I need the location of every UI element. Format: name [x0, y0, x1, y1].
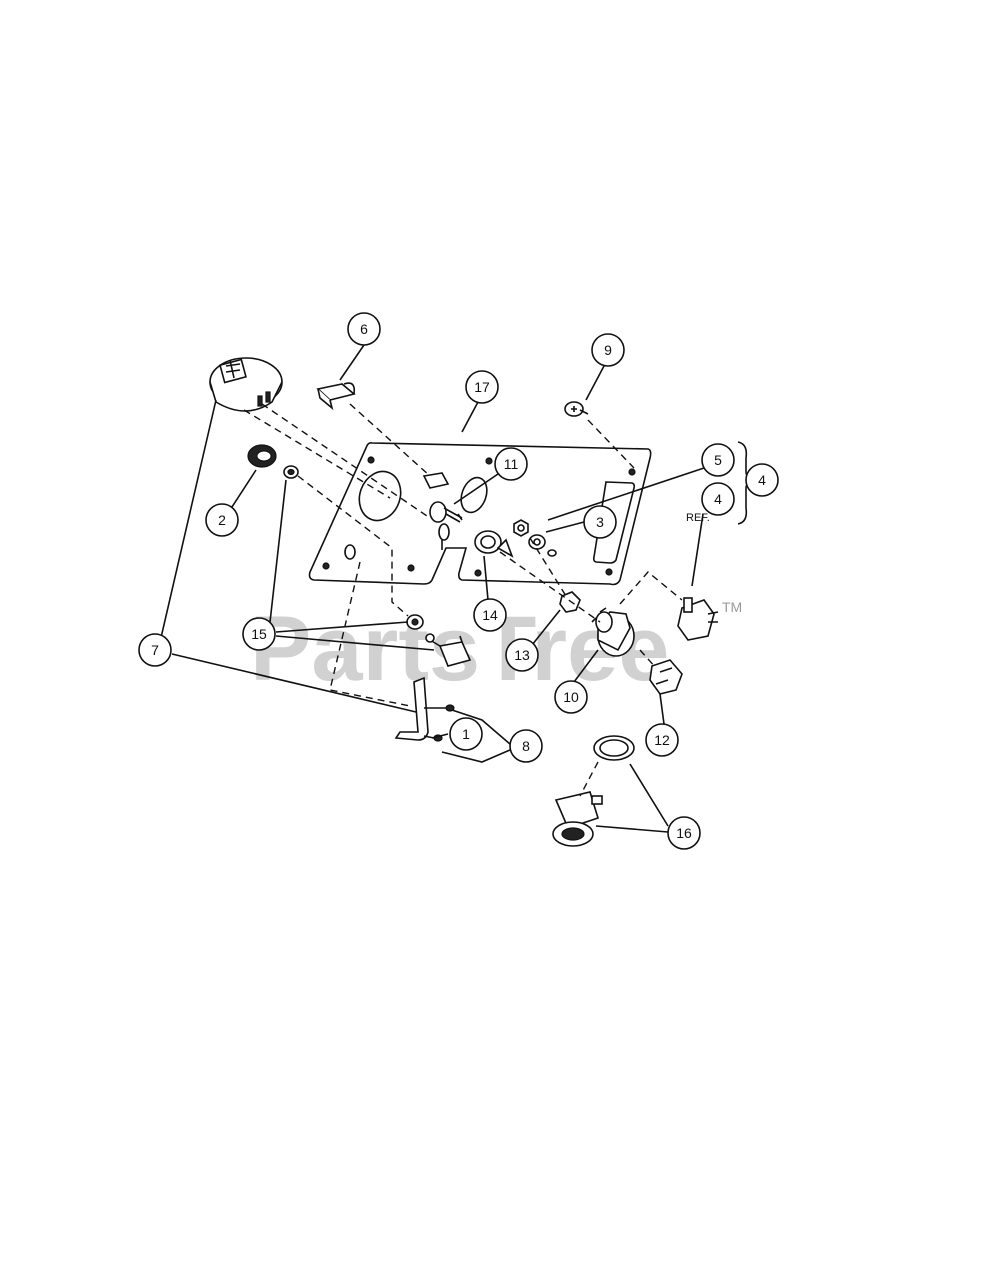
svg-text:3: 3: [596, 514, 604, 530]
callout-15: 15: [242, 617, 276, 651]
svg-text:11: 11: [504, 456, 519, 472]
callout-11: 11: [494, 447, 528, 481]
light-switch: [406, 614, 472, 667]
toggle-switch: [677, 597, 719, 641]
lock-washer: [528, 534, 557, 557]
svg-text:10: 10: [563, 689, 579, 705]
svg-text:17: 17: [474, 379, 490, 395]
clip: [316, 382, 356, 411]
decal: [422, 472, 450, 489]
callout-4-ref: 4: [701, 482, 735, 516]
callout-4-group: 4: [745, 463, 779, 497]
leader-lines: [159, 344, 757, 833]
callout-14: 14: [473, 598, 507, 632]
svg-text:14: 14: [482, 607, 498, 623]
svg-text:1: 1: [462, 726, 470, 742]
svg-text:9: 9: [604, 342, 612, 358]
svg-text:4: 4: [714, 491, 722, 507]
watermark-trademark: TM: [722, 599, 742, 615]
mounting-bracket: [394, 676, 455, 742]
callout-2: 2: [205, 503, 239, 537]
callout-10: 10: [554, 680, 588, 714]
ref-label: REF.: [686, 512, 710, 524]
callout-8: 8: [509, 729, 543, 763]
callout-1: 1: [449, 717, 483, 751]
power-socket: [552, 735, 635, 847]
switch-bezel: [474, 530, 514, 558]
hex-nut: [513, 519, 529, 537]
svg-text:16: 16: [676, 825, 692, 841]
callout-7: 7: [138, 633, 172, 667]
control-knob: [247, 444, 299, 479]
callout-3: 3: [583, 505, 617, 539]
assembly-lines: [243, 403, 683, 797]
hour-meter: [209, 357, 283, 412]
callout-16: 16: [667, 816, 701, 850]
svg-text:6: 6: [360, 321, 368, 337]
svg-text:5: 5: [714, 452, 722, 468]
ignition-nut: [559, 591, 581, 613]
callout-6: 6: [347, 312, 381, 346]
ignition-switch: [591, 607, 635, 657]
svg-text:13: 13: [514, 647, 530, 663]
svg-text:15: 15: [251, 626, 267, 642]
relay: [649, 659, 683, 695]
svg-text:7: 7: [151, 642, 159, 658]
screw: [564, 401, 589, 417]
svg-text:12: 12: [654, 732, 670, 748]
callout-13: 13: [505, 638, 539, 672]
callout-9: 9: [591, 333, 625, 367]
svg-text:4: 4: [758, 472, 766, 488]
callout-5: 5: [701, 443, 735, 477]
svg-text:2: 2: [218, 512, 226, 528]
callout-12: 12: [645, 723, 679, 757]
svg-text:8: 8: [522, 738, 530, 754]
callout-17: 17: [465, 370, 499, 404]
ignition-keys: [429, 501, 463, 550]
